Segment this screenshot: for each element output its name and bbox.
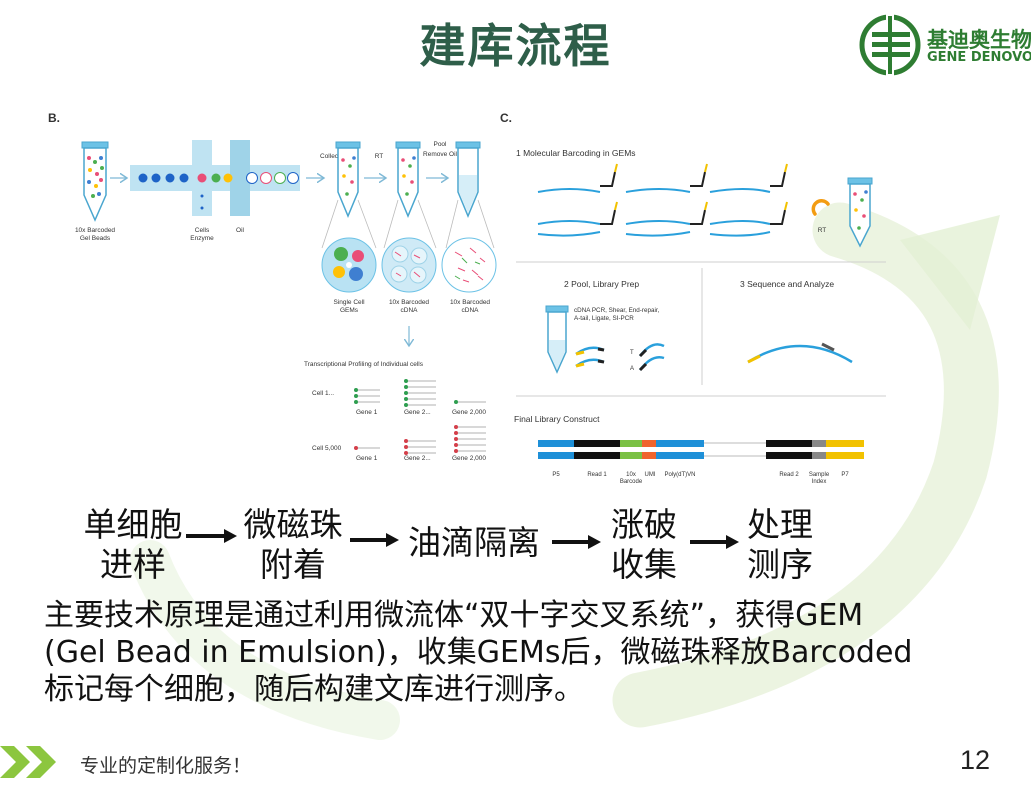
prep-detail-1: cDNA PCR, Shear, End-repair, [574,307,660,314]
flow-step-5: 处理 测序 [740,505,820,585]
profiling-label: Transcriptional Profiling of Individual … [304,361,424,368]
gene1-label-b: Gene 1 [356,455,378,462]
gem-circle [321,237,377,293]
flow-arrow-2 [350,533,399,547]
microfluidic-chip [130,140,300,216]
barcode-label-1: 10x [626,472,636,478]
footer-slogan: 专业的定制化服务！ [80,755,252,777]
barcoding-strands [537,163,830,237]
barcode-label-2: Barcode [620,479,643,485]
logo-name-en: GENE DENOVO [927,50,1031,65]
step3-label: 3 Sequence and Analyze [740,279,834,289]
gene2000-label-b: Gene 2,000 [452,455,486,462]
rt-label-c: RT [818,227,827,234]
company-logo [859,12,921,78]
description-line-2: (Gel Bead in Emulsion)，收集GEMs后，微磁珠释放Barc… [44,635,913,670]
polydt-label: Poly(dT)VN [664,472,695,478]
cells-label-1: Cells [195,227,210,234]
pooled-cdna-circle [441,237,497,293]
flow-step-5-line2: 测序 [747,545,813,584]
flow-arrow-3 [552,535,601,549]
gel-beads-label-1: 10x Barcoded [75,227,115,234]
gene2-label-a: Gene 2... [404,409,431,416]
p5-label: P5 [552,472,560,478]
umi-label: UMI [645,472,656,478]
cell5000-label: Cell 5,000 [312,445,342,452]
page-number: 12 [960,745,991,775]
sequencing-strand [747,342,853,364]
cell5000-expression [354,425,486,455]
barcoded-cdna2-label-1: 10x Barcoded [450,299,490,306]
flow-step-4-line1: 涨破 [611,505,677,544]
single-cell-label-1: Single Cell [333,299,365,306]
flow-step-2: 微磁珠 附着 [238,505,348,585]
oil-label: Oil [236,227,245,234]
a-label: A [630,366,634,372]
flow-step-2-line1: 微磁珠 [243,505,343,544]
p7-label: P7 [841,472,849,478]
chevron-double-icon [0,746,56,778]
flow-step-1-line2: 进样 [100,545,166,584]
flow-step-2-line2: 附着 [260,545,326,584]
cells-label-2: Enzyme [190,235,214,242]
library-prep-fragments [575,343,665,372]
description-line-1: 主要技术原理是通过利用微流体“双十字交叉系统”，获得GEM [44,598,864,633]
gene1-label-a: Gene 1 [356,409,378,416]
description: 主要技术原理是通过利用微流体“双十字交叉系统”，获得GEM (Gel Bead … [44,597,912,708]
panel-b-label: B. [48,111,60,125]
collect-tube [335,141,361,218]
flow-arrow-1 [186,529,237,543]
gel-beads-label-2: Gel Beads [80,235,111,242]
flow-step-5-line1: 处理 [747,505,813,544]
read1-label: Read 1 [587,472,607,478]
read2-label: Read 2 [779,472,799,478]
flow-arrow-4 [690,535,739,549]
single-cell-label-2: GEMs [340,307,359,314]
barcoded-cdna-label-1: 10x Barcoded [389,299,429,306]
library-construct-bars [538,440,864,459]
flow-step-4: 涨破 收集 [604,505,684,585]
sample-index-label-1: Sample [809,472,830,478]
panel-c-label: C. [500,111,512,125]
barcoded-cdna2-label-2: cDNA [462,307,480,314]
cell1-label: Cell 1... [312,390,334,397]
barcoded-cdna-label-2: cDNA [401,307,419,314]
step1-label: 1 Molecular Barcoding in GEMs [516,148,636,158]
final-construct-label: Final Library Construct [514,414,600,424]
rt-label-b: RT [375,153,384,160]
flow-step-1: 单细胞 进样 [78,505,188,585]
rt-tube [395,141,421,218]
workflow-diagram: B. 10x Barcoded Gel Beads Cells Enzyme O… [48,111,886,485]
cell1-expression [354,379,486,407]
t-label: T [630,350,634,356]
pool-label-1: Pool [433,141,447,148]
page-title: 建库流程 [419,19,612,73]
rt-tube-c [847,177,873,248]
sample-index-label-2: Index [812,479,827,485]
barcoded-cdna-circle [381,237,437,293]
flow-step-4-line2: 收集 [611,545,677,584]
pool-tube [455,141,481,218]
logo-name-cn: 基迪奥生物 [927,28,1031,52]
step2-label: 2 Pool, Library Prep [564,279,639,289]
flow-step-3: 油滴隔离 [400,523,548,563]
prep-detail-2: A-tail, Ligate, SI-PCR [574,315,634,322]
gene2-label-b: Gene 2... [404,455,431,462]
gene2000-label-a: Gene 2,000 [452,409,486,416]
collect-label: Collect [320,153,340,160]
flow-step-3-line1: 油滴隔离 [408,523,540,562]
description-line-3: 标记每个细胞，随后构建文库进行测序。 [44,672,584,707]
library-prep-tube [545,305,569,374]
gel-beads-tube [81,141,109,222]
flow-step-1-line1: 单细胞 [83,505,183,544]
pool-label-2: Remove Oil [423,151,458,158]
